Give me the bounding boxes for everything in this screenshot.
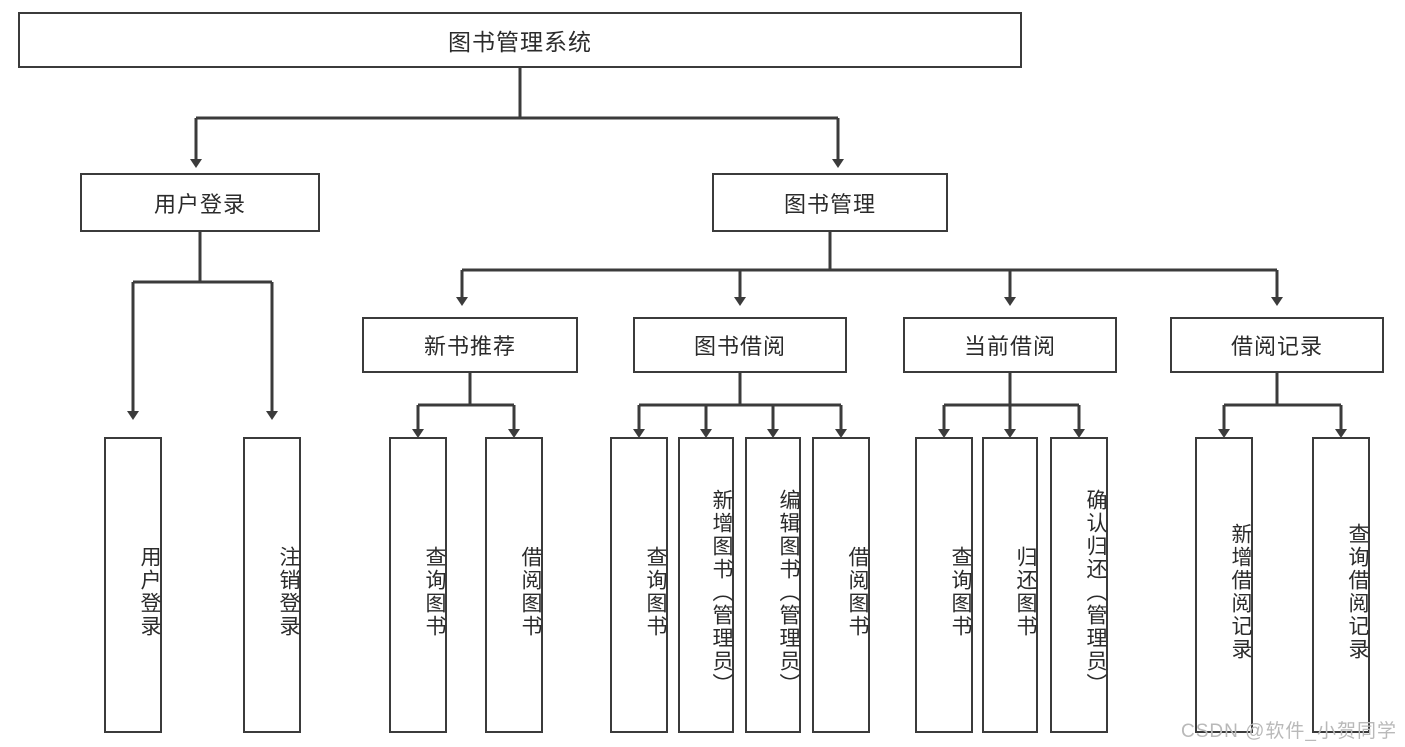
node-current-borrow[interactable]: 当前借阅: [903, 317, 1117, 373]
node-user-login-label: 用户登录: [153, 191, 246, 217]
node-leaf-edit-book[interactable]: 编辑图书（管理员）: [745, 437, 801, 733]
node-leaf-query-book-3-label: 查询图书: [949, 546, 972, 638]
node-leaf-query-record[interactable]: 查询借阅记录: [1312, 437, 1370, 733]
node-new-book-recommend[interactable]: 新书推荐: [362, 317, 578, 373]
node-leaf-return-book-label: 归还图书: [1014, 546, 1037, 638]
node-leaf-user-login[interactable]: 用户登录: [104, 437, 162, 733]
node-leaf-query-book-3[interactable]: 查询图书: [915, 437, 973, 733]
node-root[interactable]: 图书管理系统: [18, 12, 1022, 68]
node-leaf-query-book-2[interactable]: 查询图书: [610, 437, 668, 733]
node-borrow-record-label: 借阅记录: [1230, 334, 1323, 359]
node-borrow-record[interactable]: 借阅记录: [1170, 317, 1384, 373]
node-leaf-query-book-1-label: 查询图书: [423, 546, 446, 638]
node-leaf-query-book-1[interactable]: 查询图书: [389, 437, 447, 733]
node-leaf-query-record-label: 查询借阅记录: [1346, 523, 1369, 661]
node-leaf-add-record-label: 新增借阅记录: [1229, 523, 1252, 661]
node-leaf-logout-login-label: 注销登录: [277, 546, 300, 638]
node-leaf-borrow-book-2-label: 借阅图书: [846, 546, 869, 638]
node-leaf-query-book-2-label: 查询图书: [644, 546, 667, 638]
node-leaf-borrow-book-1[interactable]: 借阅图书: [485, 437, 543, 733]
node-leaf-edit-book-label: 编辑图书（管理员）: [777, 488, 800, 696]
watermark: CSDN @软件_小贺同学: [1181, 721, 1397, 742]
node-book-manage[interactable]: 图书管理: [712, 173, 948, 232]
node-leaf-add-book[interactable]: 新增图书（管理员）: [678, 437, 734, 733]
node-leaf-return-book[interactable]: 归还图书: [982, 437, 1038, 733]
node-user-login[interactable]: 用户登录: [80, 173, 320, 232]
node-leaf-add-record[interactable]: 新增借阅记录: [1195, 437, 1253, 733]
node-book-manage-label: 图书管理: [783, 191, 876, 217]
node-leaf-logout-login[interactable]: 注销登录: [243, 437, 301, 733]
node-book-borrow[interactable]: 图书借阅: [633, 317, 847, 373]
node-leaf-borrow-book-1-label: 借阅图书: [519, 546, 542, 638]
node-leaf-borrow-book-2[interactable]: 借阅图书: [812, 437, 870, 733]
node-new-book-recommend-label: 新书推荐: [423, 334, 516, 359]
node-leaf-confirm-return[interactable]: 确认归还（管理员）: [1050, 437, 1108, 733]
node-leaf-confirm-return-label: 确认归还（管理员）: [1084, 488, 1107, 696]
node-leaf-user-login-label: 用户登录: [138, 546, 161, 638]
node-root-label: 图书管理系统: [448, 29, 592, 55]
node-leaf-add-book-label: 新增图书（管理员）: [710, 488, 733, 696]
node-current-borrow-label: 当前借阅: [963, 334, 1056, 359]
node-book-borrow-label: 图书借阅: [693, 334, 786, 359]
